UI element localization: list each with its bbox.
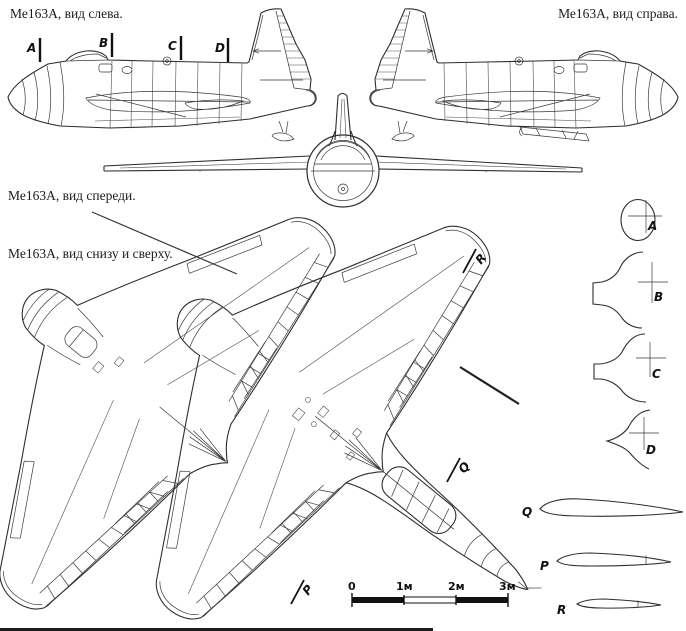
section-tick-d-label: D: [215, 41, 225, 55]
section-tick-a: A: [26, 38, 42, 62]
scale-tick-3m: 3м: [499, 580, 516, 593]
front-wings: [103, 155, 583, 173]
plan-view-top: [0, 111, 382, 631]
scale-tick-0: 0: [348, 580, 356, 593]
airfoil-r-label: R: [557, 603, 566, 617]
cross-section-c: C: [593, 333, 666, 403]
scale-tick-2m: 2м: [448, 580, 465, 593]
cross-section-b: B: [592, 251, 668, 329]
wing-station-q: Q: [446, 457, 473, 483]
landing-skid-bottom: [381, 466, 457, 535]
page-edge-line: [0, 628, 433, 631]
label-left-view: Ме163А, вид слева.: [10, 6, 123, 21]
section-tick-c-label: C: [168, 39, 177, 53]
plan-view-bottom: [30, 120, 542, 631]
cross-section-c-label: C: [652, 367, 661, 381]
airfoil-q-label: Q: [522, 505, 532, 519]
label-front-view: Ме163А, вид спереди.: [8, 188, 136, 203]
wing-station-p: P: [290, 579, 316, 605]
scale-bar: 0 1м 2м 3м: [348, 580, 516, 607]
wing-station-r-label: R: [473, 251, 490, 267]
cross-section-a-label: A: [647, 219, 657, 233]
label-plan-view: Ме163А, вид снизу и сверху.: [8, 246, 173, 261]
airfoil-q: Q: [522, 498, 684, 519]
landing-skid-extended: [519, 126, 590, 142]
wing-station-r: R: [462, 248, 490, 274]
airfoil-p: P: [540, 552, 672, 573]
right-side-view: [369, 8, 679, 142]
leader-line-wing: [459, 366, 520, 405]
cross-section-b-label: B: [654, 290, 663, 304]
left-side-view: A B C D: [7, 8, 317, 142]
airfoil-r: R: [557, 598, 662, 617]
cross-section-d-label: D: [646, 443, 656, 457]
section-tick-d: D: [215, 38, 230, 62]
front-fin: [328, 92, 358, 147]
section-tick-b-label: B: [99, 36, 108, 50]
label-right-view: Ме163А, вид справа.: [558, 6, 678, 21]
section-tick-a-label: A: [26, 41, 36, 55]
cross-section-a: A: [620, 198, 662, 242]
cross-section-d: D: [605, 409, 659, 470]
airfoil-p-label: P: [540, 559, 549, 573]
front-view: [103, 92, 583, 208]
section-tick-b: B: [99, 33, 114, 57]
scale-tick-1m: 1м: [396, 580, 413, 593]
canopy: [64, 326, 98, 358]
leader-line-nose: [91, 211, 238, 275]
section-tick-c: C: [168, 36, 183, 60]
